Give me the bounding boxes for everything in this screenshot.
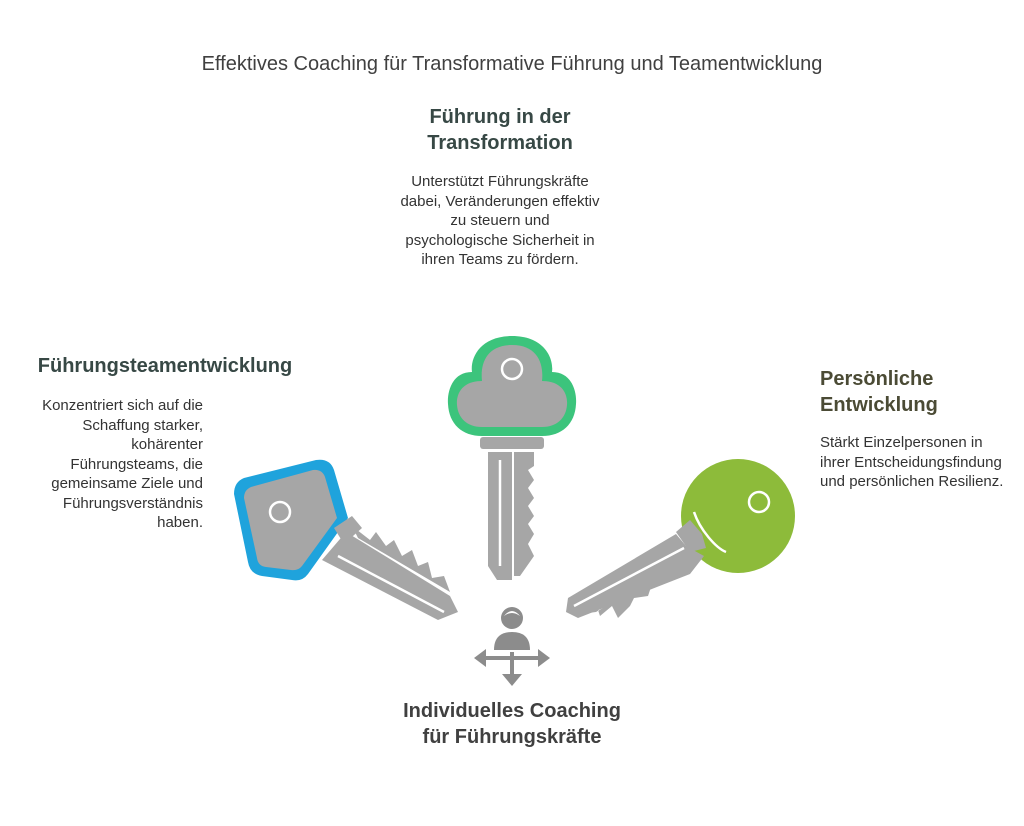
person-head [501,607,523,629]
left-section-description: Konzentriert sich auf die Schaffung star… [42,397,203,531]
arrow-right-head [538,649,550,667]
left-section-heading: Führungsteamentwicklung [37,355,293,377]
left-key-blade [322,532,458,620]
right-key-head-outline [681,459,795,573]
right-key-hole [747,490,771,514]
right-key-neck [676,520,706,552]
top-key-head [456,345,568,427]
arrow-down-head [502,674,522,686]
person-arrows-icon [474,607,550,686]
right-key-bit [580,560,686,618]
right-key [566,459,795,618]
left-key-bit [352,526,450,592]
right-key-groove [573,546,685,608]
right-key-head-curve [692,511,727,554]
right-key-blade [566,534,704,618]
left-key-groove [337,554,445,614]
right-section-description: Stärkt Einzelpersonen in ihrer Entscheid… [820,434,1004,490]
top-key-hole [500,357,524,381]
right-section-heading: Persönliche Entwicklung [820,368,938,416]
top-key-bit [514,452,534,576]
person-face-shine [504,611,520,616]
left-key [234,459,458,620]
diagram-title: Effektives Coaching für Transformative F… [201,53,823,75]
bottom-section-heading: Individuelles Coaching für Führungskräft… [403,700,621,748]
arrow-vertical-bar [510,652,514,676]
top-key-collar [480,437,544,449]
top-key [447,336,577,580]
arrow-left-head [474,649,486,667]
top-section-heading: Führung in der Transformation [427,106,573,154]
top-section-description: Unterstützt Führungskräfte dabei, Veränd… [400,173,600,268]
person-body [494,632,530,650]
left-key-neck [334,516,362,544]
left-key-head [244,469,337,571]
left-key-hole [268,500,292,524]
